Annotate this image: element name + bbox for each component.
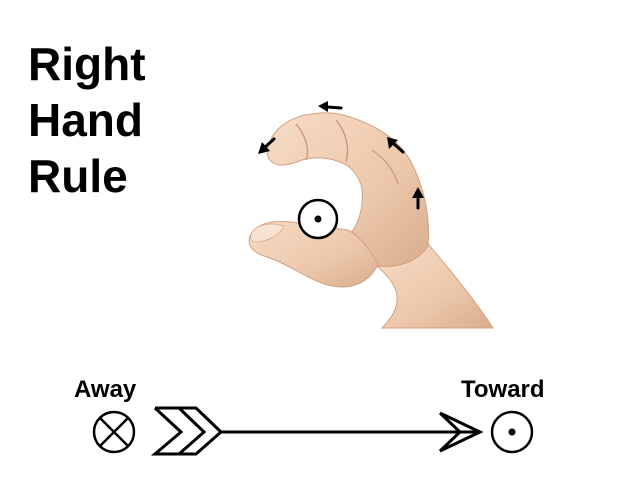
arrow-tail-icon bbox=[150, 406, 224, 456]
title-line-2: Hand bbox=[28, 94, 143, 146]
finger-crease-2 bbox=[335, 119, 349, 163]
away-icon bbox=[92, 410, 136, 454]
curl-arrow-1 bbox=[412, 187, 424, 210]
page-title: Right Hand Rule bbox=[28, 36, 146, 204]
thumbnail bbox=[250, 223, 285, 243]
curl-arrow-4 bbox=[258, 137, 276, 154]
arrow-head-icon bbox=[438, 411, 484, 453]
away-label: Away bbox=[74, 376, 137, 403]
current-out-icon bbox=[297, 198, 339, 240]
arrow-legend bbox=[92, 406, 534, 456]
curl-arrow-3 bbox=[318, 101, 343, 112]
finger-crease-1 bbox=[295, 123, 309, 161]
title-line-1: Right bbox=[28, 38, 146, 90]
thumb-shape bbox=[248, 221, 379, 288]
title-line-3: Rule bbox=[28, 150, 128, 202]
knuckle-crease bbox=[371, 149, 399, 185]
hand-illustration bbox=[248, 101, 494, 329]
toward-icon bbox=[490, 410, 534, 454]
toward-label: Toward bbox=[461, 376, 545, 403]
curl-arrow-2 bbox=[387, 137, 405, 154]
